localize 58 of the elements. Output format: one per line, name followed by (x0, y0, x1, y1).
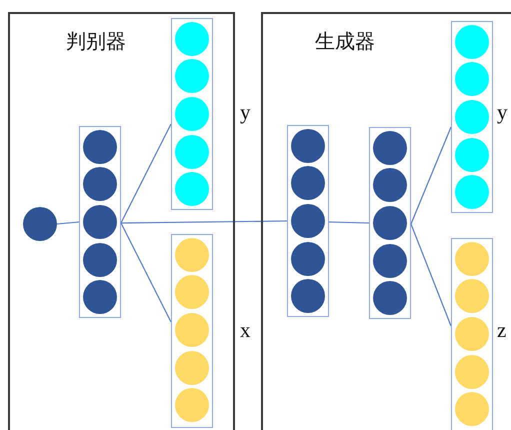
neuron-circle (290, 128, 325, 163)
layer-box (287, 125, 329, 317)
neuron-circle (174, 312, 209, 347)
neuron-circle (174, 350, 209, 384)
neuron-circle (174, 134, 209, 168)
neuron-circle (82, 242, 117, 276)
panel-title: 判别器 (66, 28, 126, 55)
neuron-circle (454, 175, 489, 210)
neuron-circle (174, 172, 209, 206)
neuron-circle (454, 279, 489, 314)
neuron-circle (454, 392, 489, 426)
neuron-circle (454, 24, 489, 59)
neuron-circle (174, 388, 209, 422)
layer-box (79, 126, 121, 318)
neuron-circle (454, 62, 489, 96)
neuron-circle (174, 275, 209, 310)
neuron-circle (454, 242, 489, 276)
connector-line (120, 124, 172, 224)
neuron-circle (372, 130, 407, 165)
neuron-circle (454, 138, 489, 172)
neuron-circle (82, 280, 117, 314)
layer-box (451, 21, 493, 213)
neuron-circle (174, 96, 209, 131)
neuron-circle (290, 279, 325, 314)
panel-frame (261, 12, 511, 430)
neuron-circle (174, 59, 209, 94)
connector-line (410, 126, 452, 224)
variable-label: y (240, 102, 250, 123)
layer-box (171, 18, 213, 210)
neuron-circle (82, 204, 117, 239)
neuron-circle (82, 167, 117, 202)
neuron-circle (454, 354, 489, 388)
variable-label: y (497, 102, 508, 123)
neuron-circle (290, 166, 325, 200)
neuron-circle (174, 22, 209, 56)
neuron-circle (174, 238, 209, 272)
neuron-circle (23, 207, 57, 241)
neuron-circle (372, 168, 407, 202)
neuron-circle (290, 204, 325, 238)
neuron-circle (372, 206, 407, 240)
neuron-circle (372, 281, 407, 316)
variable-label: z (497, 320, 506, 341)
layer-box (369, 127, 411, 319)
connector-line (410, 224, 452, 326)
connector-line (121, 220, 287, 224)
neuron-circle (372, 244, 407, 278)
connector-line (56, 221, 80, 225)
connector-line (120, 222, 172, 322)
layer-box (171, 234, 213, 428)
neuron-circle (454, 316, 489, 351)
panel-frame (8, 12, 235, 430)
neuron-circle (454, 100, 489, 134)
neuron-circle (82, 130, 117, 164)
layer-box (451, 238, 493, 430)
neuron-circle (290, 242, 325, 276)
connector-line (328, 221, 370, 224)
panel-title: 生成器 (315, 28, 375, 55)
variable-label: x (240, 320, 250, 341)
